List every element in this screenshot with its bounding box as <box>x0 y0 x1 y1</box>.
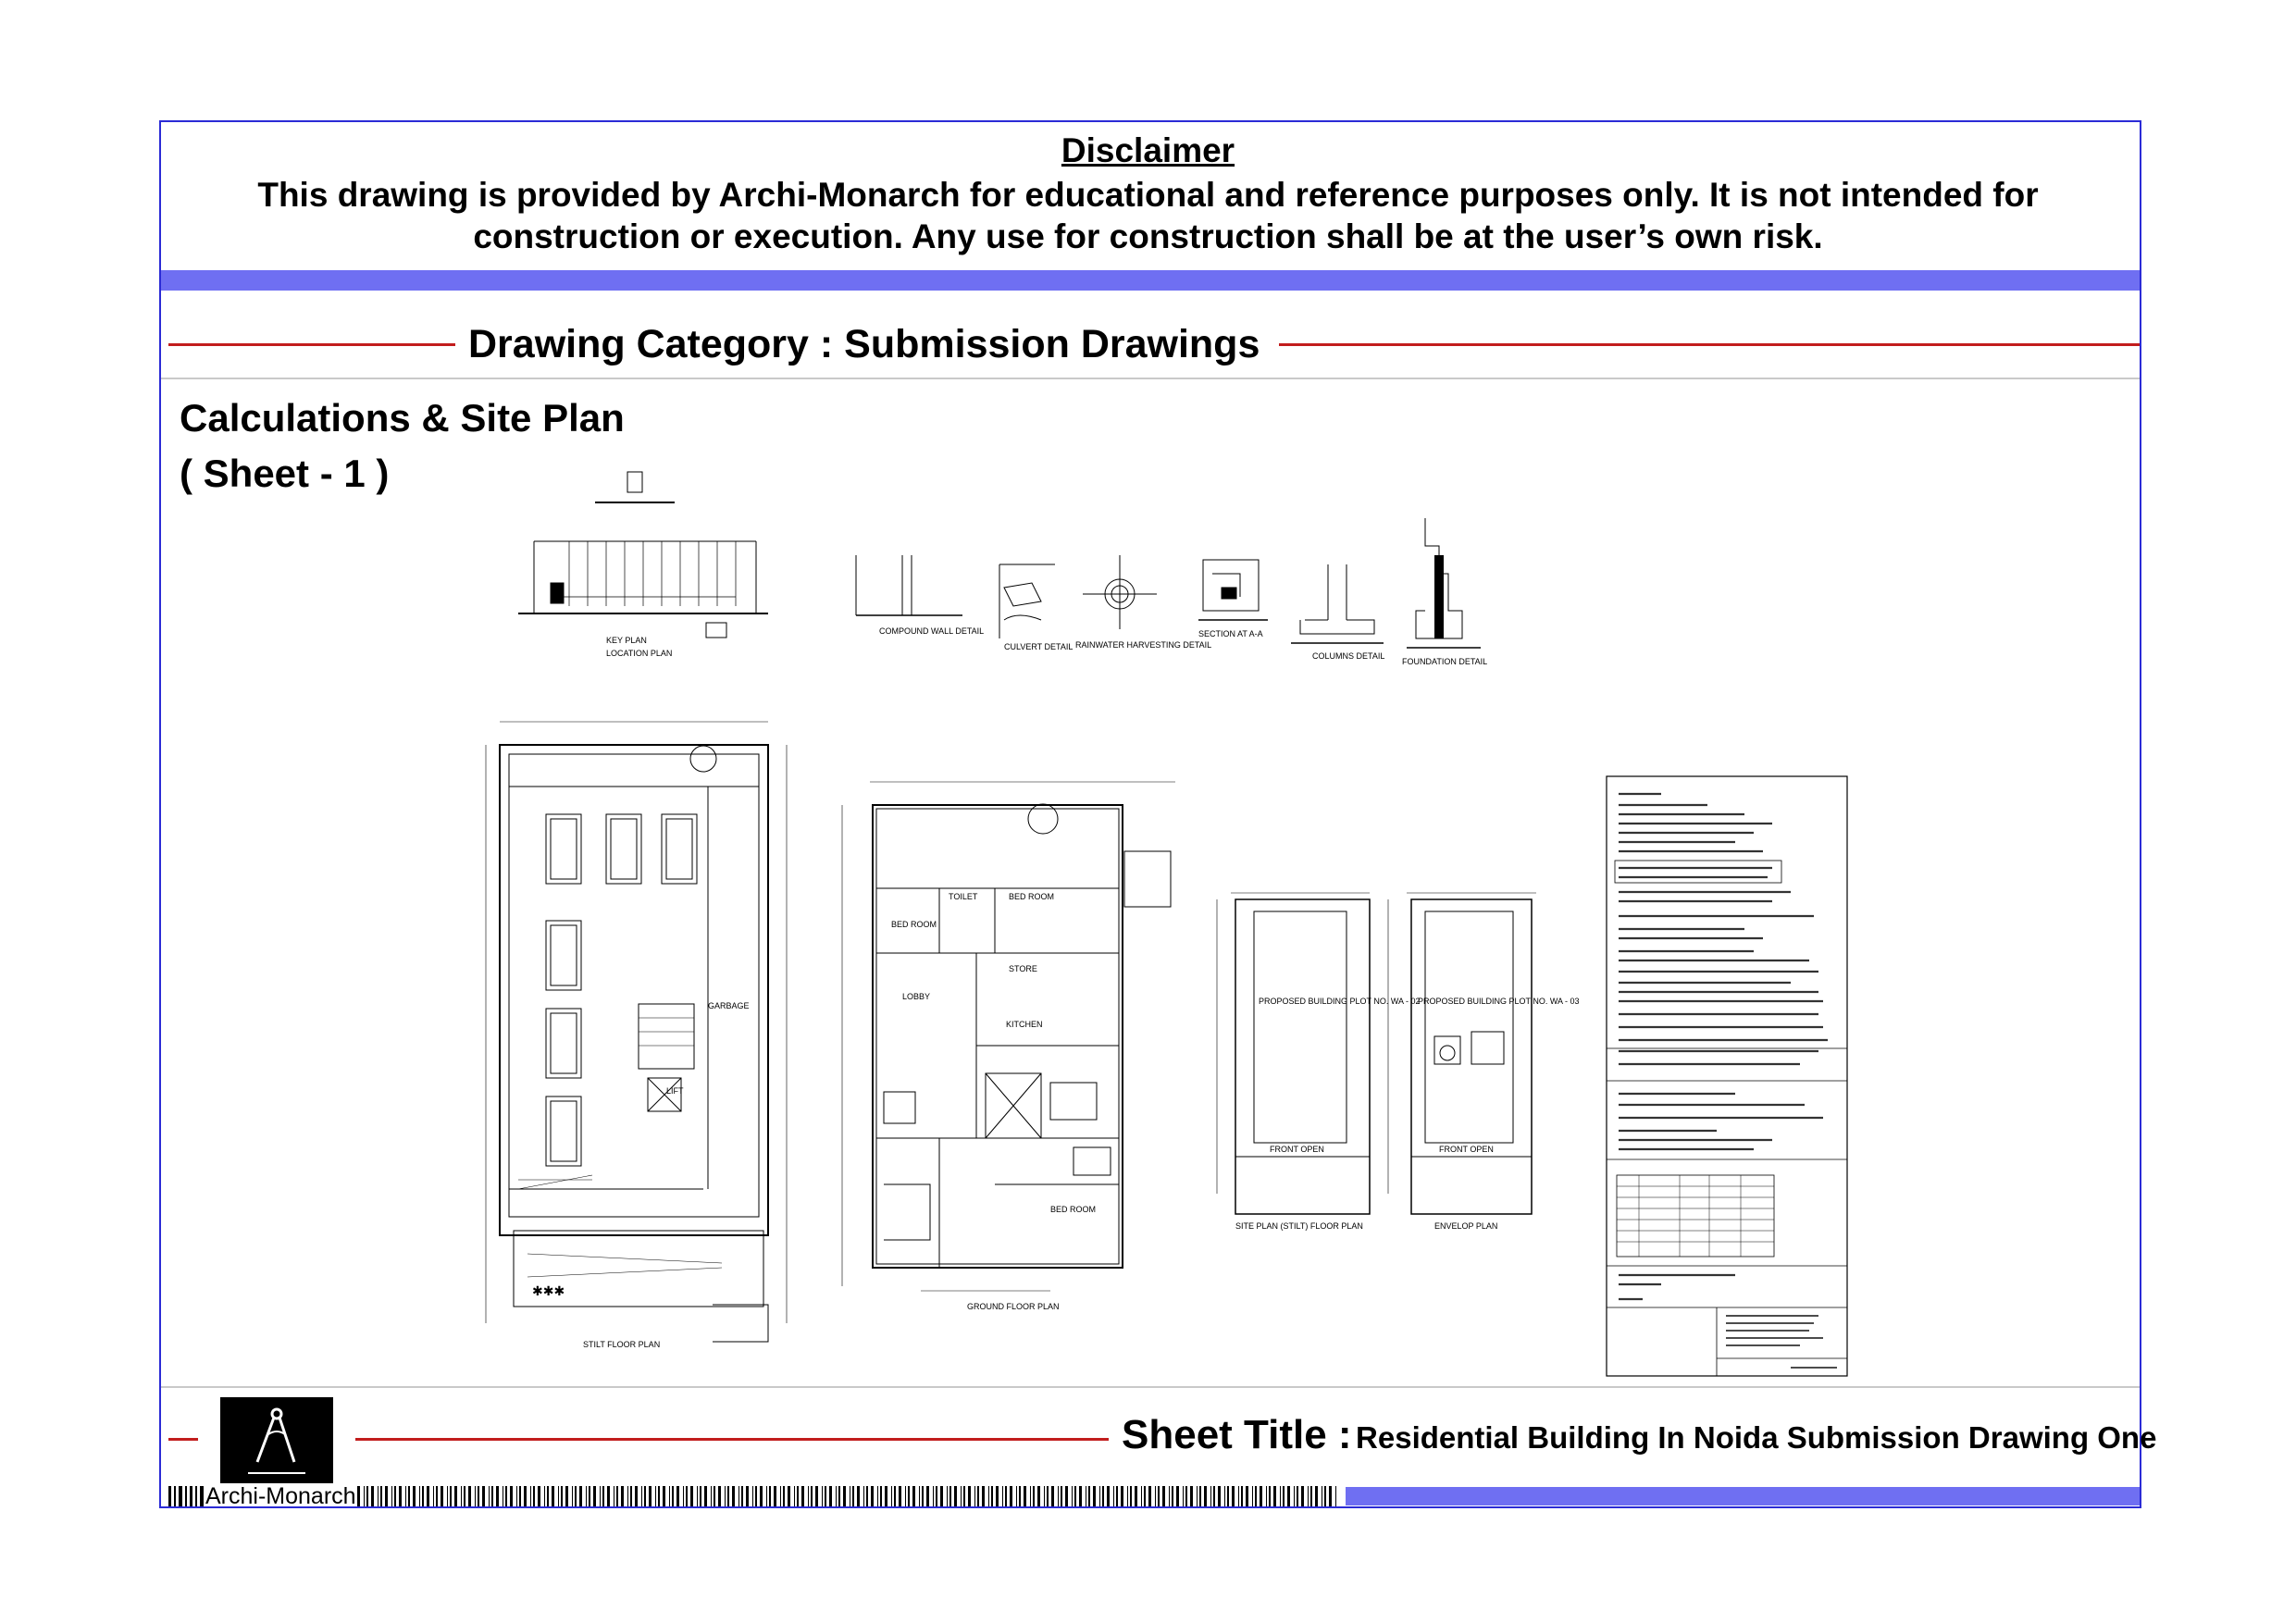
front-open-a: FRONT OPEN <box>1270 1145 1324 1154</box>
category-rule-left <box>168 343 455 346</box>
column-detail-label: COLUMNS DETAIL <box>1312 651 1384 661</box>
kitchen-label: KITCHEN <box>1006 1020 1043 1029</box>
foundation-label: FOUNDATION DETAIL <box>1402 657 1487 666</box>
lift-label-stilt: LIFT <box>666 1086 684 1096</box>
barcode-strip <box>357 1486 1336 1506</box>
envelop-plan-label: ENVELOP PLAN <box>1434 1221 1497 1231</box>
location-plan-label: LOCATION PLAN <box>606 649 672 658</box>
barcode-left <box>168 1486 204 1506</box>
section-label: SECTION AT A-A <box>1198 629 1263 638</box>
category-rule-right <box>1279 343 2140 346</box>
site-plan-label: SITE PLAN (STILT) FLOOR PLAN <box>1235 1221 1363 1231</box>
footer-rule-left <box>168 1438 198 1441</box>
stilt-plan-label: STILT FLOOR PLAN <box>583 1340 660 1349</box>
svg-text:✱✱✱: ✱✱✱ <box>532 1283 565 1298</box>
ground-plan-label: GROUND FLOOR PLAN <box>967 1302 1060 1311</box>
lobby-label: LOBBY <box>902 992 930 1001</box>
key-plan-label: KEY PLAN <box>606 636 647 645</box>
footer-divider <box>161 1386 2140 1388</box>
sheet-title: Sheet Title : Residential Building In No… <box>1122 1412 2156 1458</box>
area-calculation-table <box>1606 775 1848 1377</box>
category-divider <box>161 378 2140 379</box>
toilet-label-1: TOILET <box>949 892 978 901</box>
header-band <box>161 270 2140 291</box>
plot-a-label: PROPOSED BUILDING PLOT NO. WA - 02 <box>1259 997 1421 1006</box>
bed-room-label-1: BED ROOM <box>891 920 937 929</box>
ground-floor-plan-drawing: BED ROOM TOILET BED ROOM LOBBY STORE KIT… <box>828 777 1180 1323</box>
store-label: STORE <box>1009 964 1037 973</box>
compound-wall-label: COMPOUND WALL DETAIL <box>879 626 984 636</box>
garbage-label: GARBAGE <box>708 1001 750 1010</box>
sheet-heading: Calculations & Site Plan <box>180 396 625 440</box>
location-plan-drawing: KEY PLAN LOCATION PLAN <box>514 467 773 662</box>
disclaimer-text: This drawing is provided by Archi-Monarc… <box>257 176 2039 255</box>
footer-rule-right <box>355 1438 1109 1441</box>
sheet-number: ( Sheet - 1 ) <box>180 452 390 495</box>
rainwater-label: RAINWATER HARVESTING DETAIL <box>1075 640 1211 650</box>
stilt-floor-plan-drawing: ✱✱✱ STILT FLOOR PLAN GARBAGE LIFT <box>481 712 796 1369</box>
brand-name: Archi-Monarch <box>205 1483 356 1509</box>
site-envelop-plans-drawing: PROPOSED BUILDING PLOT NO. WA - 02 FRONT… <box>1212 879 1580 1240</box>
drawing-category: Drawing Category : Submission Drawings <box>468 322 1260 366</box>
sheet-title-value: Residential Building In Noida Submission… <box>1356 1420 2157 1455</box>
front-open-b: FRONT OPEN <box>1439 1145 1494 1154</box>
bed-room-label-3: BED ROOM <box>1050 1205 1096 1214</box>
construction-details-drawing: COMPOUND WALL DETAIL CULVERT DETAIL RAIN… <box>833 518 1610 675</box>
disclaimer-title: Disclaimer <box>1061 131 1235 169</box>
footer-band <box>1346 1487 2140 1505</box>
sheet-frame <box>159 120 2141 1508</box>
bed-room-label-2: BED ROOM <box>1009 892 1054 901</box>
sheet-title-label: Sheet Title : <box>1122 1412 1352 1457</box>
culvert-label: CULVERT DETAIL <box>1004 642 1073 651</box>
archi-monarch-logo <box>220 1397 333 1483</box>
plot-b-label: PROPOSED BUILDING PLOT NO. WA - 03 <box>1418 997 1580 1006</box>
